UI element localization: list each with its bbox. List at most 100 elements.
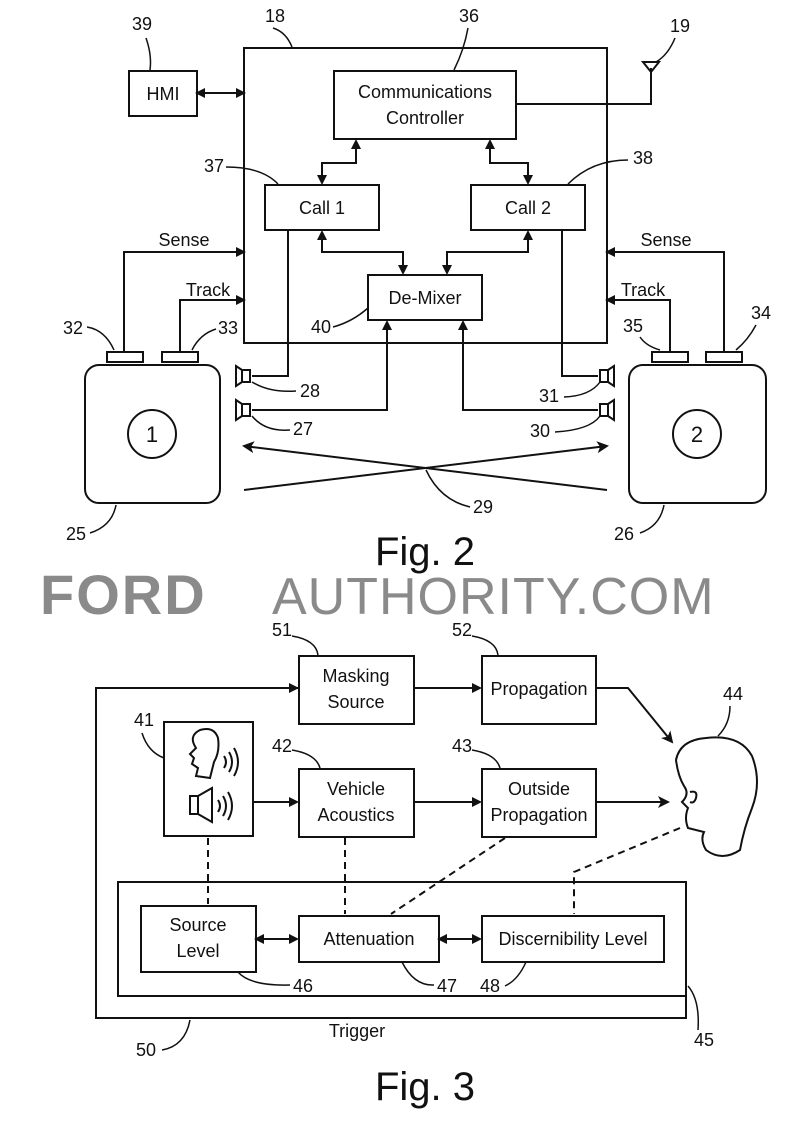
- comm-call2-link: [485, 139, 533, 185]
- cross-line-b: [243, 441, 609, 491]
- ref-31: 31: [539, 386, 559, 406]
- occupant-1-label: 1: [146, 422, 158, 447]
- ref-40: 40: [311, 317, 331, 337]
- ref-43: 43: [452, 736, 472, 756]
- sense-right-label: Sense: [640, 230, 691, 250]
- call2-demixer-link: [442, 230, 533, 275]
- ref-33: 33: [218, 318, 238, 338]
- ref-36: 36: [459, 6, 479, 26]
- microphone-icon: [235, 398, 251, 422]
- masking-label-1: Masking: [322, 666, 389, 686]
- ref-32: 32: [63, 318, 83, 338]
- call1-label: Call 1: [299, 198, 345, 218]
- dash-listener-to-discernibility: [573, 827, 681, 914]
- ref-28: 28: [300, 381, 320, 401]
- ref-50: 50: [136, 1040, 156, 1060]
- watermark: FORD AUTHORITY.COM: [40, 563, 715, 626]
- call1-demixer-link: [317, 230, 408, 275]
- sense-right-line: [605, 247, 725, 352]
- track-right-label: Track: [621, 280, 666, 300]
- discernibility-box: [481, 915, 665, 963]
- ref-25: 25: [66, 524, 86, 544]
- hmi-box: [128, 70, 198, 117]
- ref-38: 38: [633, 148, 653, 168]
- speaker-icon: [599, 364, 615, 388]
- occupant-1-circle: [127, 409, 177, 459]
- antenna-line: [516, 68, 652, 105]
- dash-outside-to-attenuation: [390, 837, 506, 915]
- sensor-35: [651, 351, 689, 363]
- ref-44: 44: [723, 684, 743, 704]
- ref-45: 45: [694, 1030, 714, 1050]
- outside-propagation-box: [481, 768, 597, 838]
- track-right-line: [605, 295, 671, 352]
- ref-35: 35: [623, 316, 643, 336]
- masking-label-2: Source: [327, 692, 384, 712]
- attenuation-box: [298, 915, 440, 963]
- trigger-label: Trigger: [329, 1021, 385, 1041]
- call2-label: Call 2: [505, 198, 551, 218]
- demixer-mic-left-line: [252, 320, 392, 411]
- demixer-box: [367, 274, 483, 321]
- source-level-label-2: Level: [176, 941, 219, 961]
- ref-46: 46: [293, 976, 313, 996]
- ref-26: 26: [614, 524, 634, 544]
- comm-label-2: Controller: [386, 108, 464, 128]
- ref-51: 51: [272, 620, 292, 640]
- call2-box: [470, 184, 586, 231]
- fig2: HMI Communications Controller Call 1 Cal…: [63, 6, 771, 574]
- propagation-box: [481, 655, 597, 725]
- ref-42: 42: [272, 736, 292, 756]
- sense-left-line: [123, 247, 246, 352]
- speaker-icon: [189, 786, 233, 824]
- ref-39: 39: [132, 14, 152, 34]
- vehicle-acoustics-box: [298, 768, 415, 838]
- demixer-mic-right-line: [458, 320, 598, 411]
- comm-call1-link: [317, 139, 361, 185]
- antenna-icon: [640, 61, 662, 74]
- fig2-caption: Fig. 2: [375, 530, 475, 574]
- fig3-caption: Fig. 3: [375, 1065, 475, 1109]
- ref-34: 34: [751, 303, 771, 323]
- sense-left-label: Sense: [158, 230, 209, 250]
- call2-speaker-line: [561, 230, 598, 377]
- source-icons-box: [163, 721, 254, 837]
- attenuation-label: Attenuation: [323, 929, 414, 949]
- head-icon: [674, 736, 758, 857]
- sensor-34: [705, 351, 743, 363]
- seat-1: [84, 364, 221, 504]
- sensor-32: [106, 351, 144, 363]
- ref-30: 30: [530, 421, 550, 441]
- outside-label-2: Propagation: [490, 805, 587, 825]
- ref-52: 52: [452, 620, 472, 640]
- person-talking-icon: [188, 728, 239, 780]
- occupant-2-circle: [672, 409, 722, 459]
- seat-2: [628, 364, 767, 504]
- communications-controller-box: [333, 70, 517, 140]
- watermark-ford: FORD: [40, 563, 207, 626]
- fig3: Trigger Masking Source Propagation Vehic…: [95, 620, 758, 1109]
- demixer-label: De-Mixer: [388, 288, 461, 308]
- ref-41: 41: [134, 710, 154, 730]
- ref-18: 18: [265, 6, 285, 26]
- vehicle-label-1: Vehicle: [327, 779, 385, 799]
- ref-37: 37: [204, 156, 224, 176]
- propagation-to-listener: [596, 687, 674, 744]
- ref-29: 29: [473, 497, 493, 517]
- source-level-box: [140, 905, 257, 973]
- call1-box: [264, 184, 380, 231]
- vehicle-label-2: Acoustics: [317, 805, 394, 825]
- occupant-2-label: 2: [691, 422, 703, 447]
- call1-speaker-line: [252, 230, 289, 377]
- track-left-line: [179, 295, 246, 352]
- ref-19: 19: [670, 16, 690, 36]
- ref-27: 27: [293, 419, 313, 439]
- speaker-icon: [235, 364, 251, 388]
- propagation-label: Propagation: [490, 679, 587, 699]
- microphone-icon: [599, 398, 615, 422]
- masking-source-box: [298, 655, 415, 725]
- hmi-label: HMI: [147, 84, 180, 104]
- watermark-authority: AUTHORITY.COM: [272, 568, 715, 626]
